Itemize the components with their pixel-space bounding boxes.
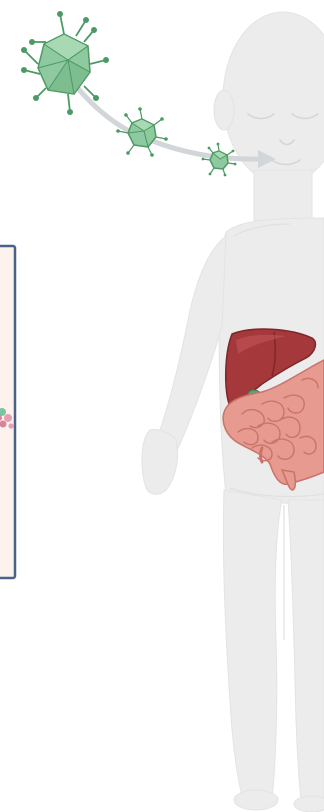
child-hand-left [142,429,178,494]
child-leg-right [288,500,324,806]
virus-large-icon [21,11,109,115]
child-leg-left [223,490,282,800]
child-foot-left [234,790,278,810]
inset-panel [0,246,15,578]
child-ear-left [214,90,234,130]
virus-medium-icon [116,107,168,157]
child-foot-right [294,796,324,812]
